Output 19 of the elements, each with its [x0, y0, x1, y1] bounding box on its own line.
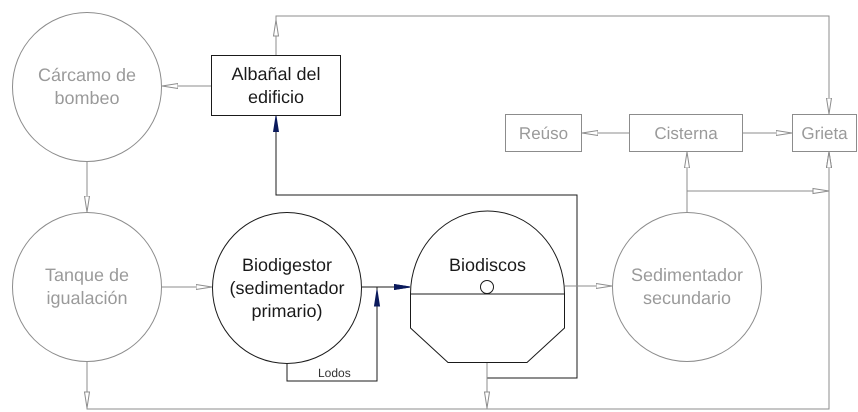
process-box — [211, 55, 341, 116]
node-label: Biodigestor (sedimentador primario) — [228, 254, 346, 322]
tank-circle — [12, 212, 162, 362]
tank-circle — [612, 212, 762, 362]
node-label: Albañal del edificio — [230, 62, 322, 108]
node-label: Sedimentador secundario — [630, 264, 744, 310]
node-label: Grieta — [800, 122, 849, 144]
node-label: Reúso — [518, 122, 570, 144]
tank-circle — [212, 212, 362, 364]
node-label: Biodiscos — [448, 254, 528, 277]
process-box — [505, 114, 582, 152]
node-label: Cárcamo de bombeo — [36, 64, 138, 110]
node-label: Cisterna — [653, 122, 719, 144]
process-box — [629, 114, 743, 152]
node-label: Tanque de igualación — [44, 264, 130, 310]
tank-circle — [12, 12, 162, 162]
edge-label: Lodos — [316, 366, 353, 380]
process-box — [792, 114, 857, 152]
rotating-disc-tank — [410, 210, 565, 363]
